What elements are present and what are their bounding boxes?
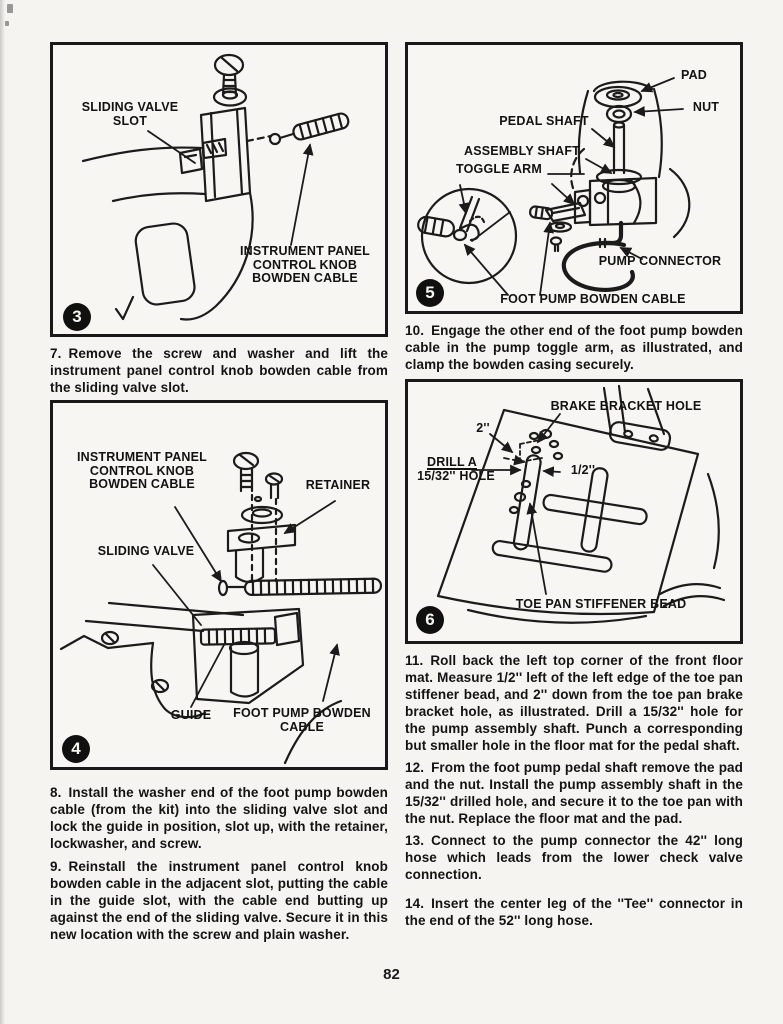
step-14: 14.Insert the center leg of the ''Tee'' … [405, 895, 743, 929]
step-14-number: 14. [405, 896, 425, 911]
figure-6-drawing [436, 384, 726, 624]
figure-3: SLIDING VALVE SLOT INSTRUMENT PANEL CONT… [50, 42, 388, 337]
step-13: 13.Connect to the pump connector the 42'… [405, 832, 743, 883]
label-sliding-valve: SLIDING VALVE [97, 544, 195, 558]
label-nut: NUT [692, 100, 720, 114]
label-instrument-cable: INSTRUMENT PANEL CONTROL KNOB BOWDEN CAB… [239, 244, 371, 285]
step-11: 11.Roll back the left top corner of the … [405, 652, 743, 754]
figure-6-badge: 6 [416, 606, 444, 634]
figure-4-drawing [59, 451, 383, 765]
step-12-number: 12. [405, 760, 425, 775]
step-7-text: Remove the screw and washer and lift the… [50, 346, 388, 395]
step-8: 8.Install the washer end of the foot pum… [50, 784, 388, 852]
label-pump-connector: PUMP CONNECTOR [598, 254, 722, 268]
step-9: 9.Reinstall the instrument panel control… [50, 858, 388, 943]
label-2-inch: 2'' [476, 421, 490, 435]
figure-5: PAD NUT PEDAL SHAFT ASSEMBLY SHAFT TOGGL… [405, 42, 743, 314]
label-pedal-shaft: PEDAL SHAFT [499, 114, 589, 128]
scan-edge-shadow [0, 0, 5, 1024]
figure-4: INSTRUMENT PANEL CONTROL KNOB BOWDEN CAB… [50, 400, 388, 770]
step-12: 12.From the foot pump pedal shaft remove… [405, 759, 743, 827]
step-9-text: Reinstall the instrument panel control k… [50, 859, 388, 942]
figure-3-drawing [81, 53, 350, 321]
label-foot-pump-cable: FOOT PUMP BOWDEN CABLE [500, 292, 686, 306]
step-11-number: 11. [405, 653, 424, 668]
label-assembly-shaft: ASSEMBLY SHAFT [463, 144, 580, 158]
figure-4-badge: 4 [62, 735, 90, 763]
label-toe-pan-bead: TOE PAN STIFFENER BEAD [515, 597, 687, 611]
step-10: 10.Engage the other end of the foot pump… [405, 322, 743, 373]
figure-6: BRAKE BRACKET HOLE 2'' DRILL A 15/32'' H… [405, 379, 743, 644]
scan-speck [7, 4, 13, 13]
label-toggle-arm: TOGGLE ARM [455, 162, 543, 176]
label-pad: PAD [680, 68, 708, 82]
label-instrument-cable: INSTRUMENT PANEL CONTROL KNOB BOWDEN CAB… [76, 450, 208, 491]
step-8-text: Install the washer end of the foot pump … [50, 785, 388, 851]
label-15-32-hole: 15/32'' HOLE [417, 469, 495, 483]
step-10-text: Engage the other end of the foot pump bo… [405, 323, 743, 372]
label-half-inch: 1/2'' [570, 463, 596, 477]
right-column: PAD NUT PEDAL SHAFT ASSEMBLY SHAFT TOGGL… [405, 42, 743, 929]
step-13-text: Connect to the pump connector the 42'' l… [405, 833, 743, 882]
step-14-text: Insert the center leg of the ''Tee'' con… [405, 896, 743, 928]
scan-speck [5, 21, 9, 26]
figure-5-badge: 5 [416, 279, 444, 307]
label-foot-pump-cable: FOOT PUMP BOWDEN CABLE [233, 706, 371, 734]
left-column: SLIDING VALVE SLOT INSTRUMENT PANEL CONT… [50, 42, 388, 943]
figure-5-drawing [417, 77, 691, 296]
label-brake-bracket-hole: BRAKE BRACKET HOLE [550, 399, 702, 413]
step-9-number: 9. [50, 859, 62, 874]
step-11-text: Roll back the left top corner of the fro… [405, 653, 743, 753]
label-guide: GUIDE [170, 708, 212, 722]
page-number: 82 [383, 966, 400, 983]
label-drill-a: DRILL A [426, 455, 477, 469]
step-7-number: 7. [50, 346, 62, 361]
step-8-number: 8. [50, 785, 62, 800]
step-10-number: 10. [405, 323, 425, 338]
label-retainer: RETAINER [305, 478, 371, 492]
step-12-text: From the foot pump pedal shaft remove th… [405, 760, 743, 826]
figure-3-badge: 3 [63, 303, 91, 331]
step-13-number: 13. [405, 833, 425, 848]
label-sliding-valve-slot: SLIDING VALVE SLOT [81, 100, 179, 128]
step-7: 7.Remove the screw and washer and lift t… [50, 345, 388, 396]
